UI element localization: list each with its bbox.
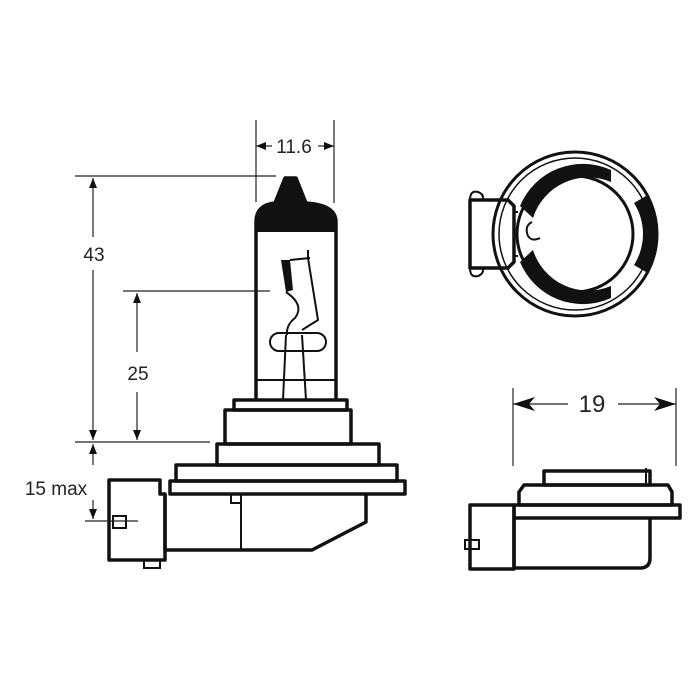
bulb-top-view <box>468 150 659 318</box>
bulb-front-view <box>107 176 407 569</box>
dimension-lines-front <box>75 120 335 522</box>
bulb-side-view <box>464 388 682 571</box>
dimension-label-base-width: 19 <box>579 391 606 418</box>
dimension-label-connector-offset: 15 max <box>25 479 88 500</box>
dimension-label-bulb-width: 11.6 <box>276 137 312 158</box>
filament <box>256 250 336 401</box>
dimension-label-filament-height: 25 <box>127 364 148 385</box>
dimension-label-overall-height: 43 <box>83 245 104 266</box>
